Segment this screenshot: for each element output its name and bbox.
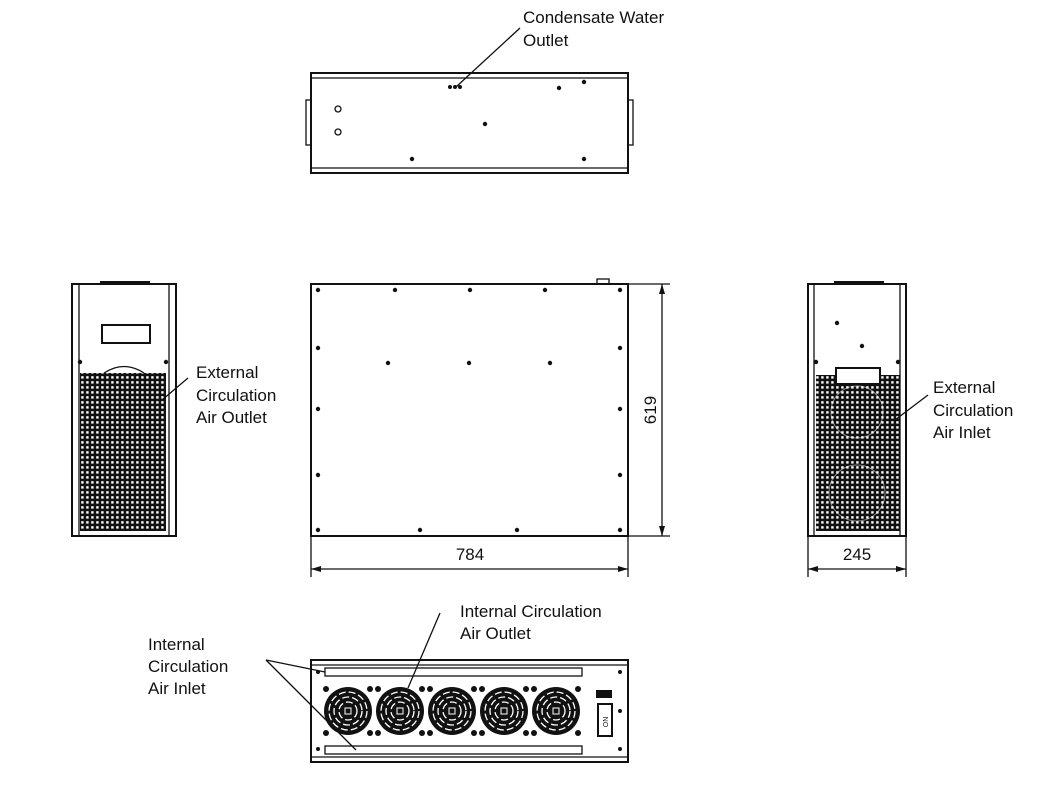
fan-guard: [375, 686, 425, 736]
svg-text:Internal Circulation: Internal Circulation: [460, 602, 602, 621]
screw-hole: [466, 360, 472, 366]
svg-text:Air Inlet: Air Inlet: [933, 423, 991, 442]
svg-text:Condensate Water: Condensate Water: [523, 8, 664, 27]
svg-text:784: 784: [456, 545, 484, 564]
fan-guard: [479, 686, 529, 736]
svg-text:Circulation: Circulation: [148, 657, 228, 676]
screw-hole: [617, 406, 623, 412]
fan-guard: [531, 686, 581, 736]
fan-guard: [323, 686, 373, 736]
right-side-view: [807, 281, 907, 537]
svg-text:External: External: [933, 378, 995, 397]
svg-text:Air Inlet: Air Inlet: [148, 679, 206, 698]
svg-text:Air Outlet: Air Outlet: [460, 624, 531, 643]
screw-hole: [514, 527, 520, 533]
screw-hole: [617, 472, 623, 478]
screw-hole: [392, 287, 398, 293]
internal-air-outlet-callout: Internal Circulation Air Outlet: [407, 602, 602, 689]
screw-hole: [617, 345, 623, 351]
depth-dimension: 245: [807, 536, 907, 577]
screw-hole: [385, 360, 391, 366]
screw-hole: [617, 527, 623, 533]
screw-hole: [315, 406, 321, 412]
screw-hole: [315, 287, 321, 293]
bottom-view: ON: [310, 659, 629, 763]
svg-text:ON: ON: [603, 717, 610, 728]
screw-hole: [417, 527, 423, 533]
fan-guard: [427, 686, 477, 736]
svg-text:619: 619: [641, 396, 660, 424]
internal-air-inlet-callout: Internal Circulation Air Inlet: [148, 635, 357, 751]
screw-hole: [547, 360, 553, 366]
screw-hole: [542, 287, 548, 293]
screw-hole: [467, 287, 473, 293]
condensate-water-outlet-callout: Condensate Water Outlet: [455, 8, 664, 88]
svg-text:Air Outlet: Air Outlet: [196, 408, 267, 427]
svg-text:External: External: [196, 363, 258, 382]
fan-row: [323, 686, 581, 736]
svg-text:Circulation: Circulation: [196, 386, 276, 405]
external-air-inlet-callout: External Circulation Air Inlet: [894, 378, 1013, 442]
svg-text:Internal: Internal: [148, 635, 205, 654]
width-dimension: 784: [310, 536, 629, 577]
screw-hole: [315, 345, 321, 351]
front-view: [310, 278, 629, 537]
svg-text:Circulation: Circulation: [933, 401, 1013, 420]
external-air-outlet-callout: External Circulation Air Outlet: [161, 363, 276, 427]
top-view: [305, 72, 634, 174]
height-dimension: 619: [628, 283, 670, 537]
screw-hole: [617, 287, 623, 293]
left-side-view: [71, 281, 177, 537]
svg-text:Outlet: Outlet: [523, 31, 569, 50]
screw-hole: [315, 527, 321, 533]
svg-text:245: 245: [843, 545, 871, 564]
screw-hole: [315, 472, 321, 478]
